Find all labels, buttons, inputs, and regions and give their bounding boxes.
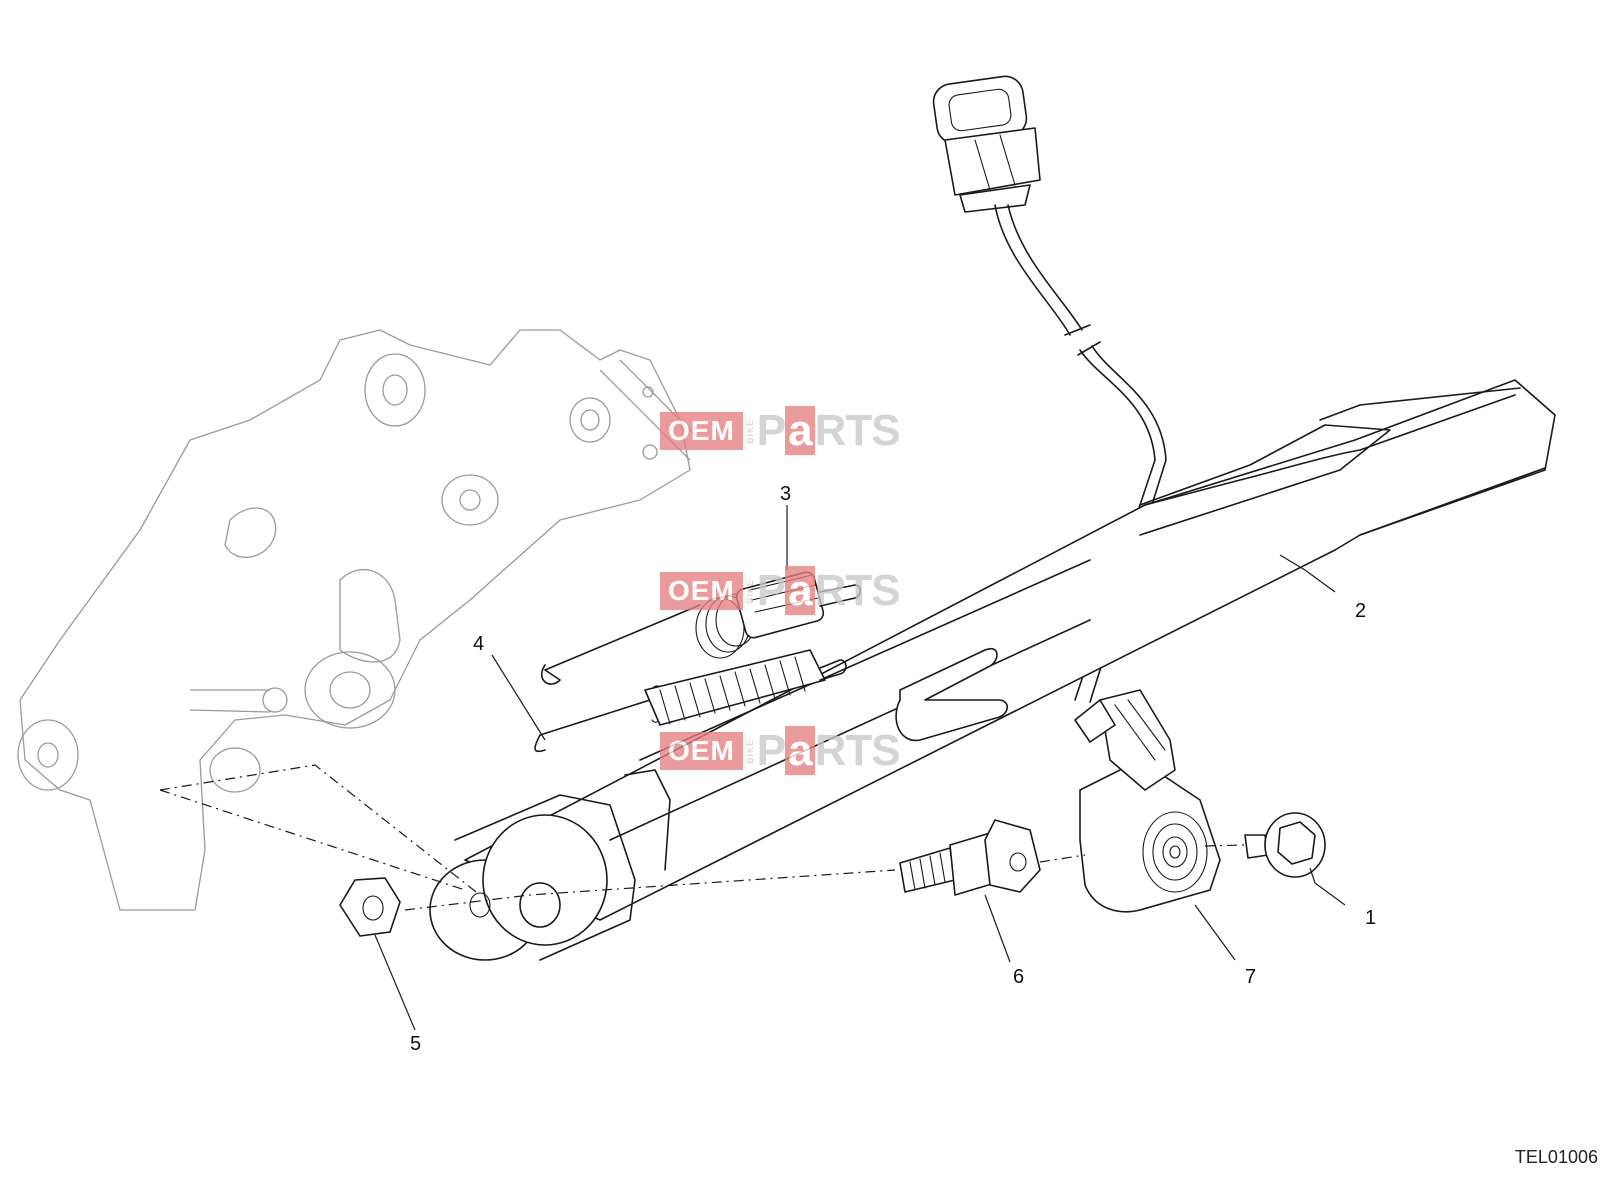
sensor-connector <box>932 75 1041 213</box>
leader-lines <box>374 505 1346 1031</box>
nut-5 <box>339 877 401 937</box>
side-stand <box>464 379 1556 921</box>
sensor-cable <box>994 204 1156 701</box>
stand-pivot-lug <box>429 794 636 961</box>
watermark-logo: OEM BIKE PaRTS <box>660 726 901 775</box>
watermark-logo: OEM BIKE PaRTS <box>660 566 901 615</box>
assembly-lines <box>159 764 1246 911</box>
callout-3: 3 <box>780 483 791 505</box>
callout-1: 1 <box>1365 907 1376 929</box>
callout-6: 6 <box>1013 966 1024 988</box>
callout-2: 2 <box>1355 600 1366 622</box>
callout-4: 4 <box>473 633 484 655</box>
callout-labels: 1 2 3 4 5 6 7 <box>410 483 1376 1055</box>
callout-5: 5 <box>410 1033 421 1055</box>
watermark-logo: OEM BIKE PaRTS <box>660 406 901 455</box>
pivot-bolt-6 <box>899 819 1041 896</box>
screw-1 <box>1244 812 1326 878</box>
stand-sensor-7 <box>1074 689 1221 913</box>
diagram-code: TEL01006 <box>1514 1147 1598 1167</box>
spring-4 <box>534 649 847 753</box>
callout-7: 7 <box>1245 966 1256 988</box>
